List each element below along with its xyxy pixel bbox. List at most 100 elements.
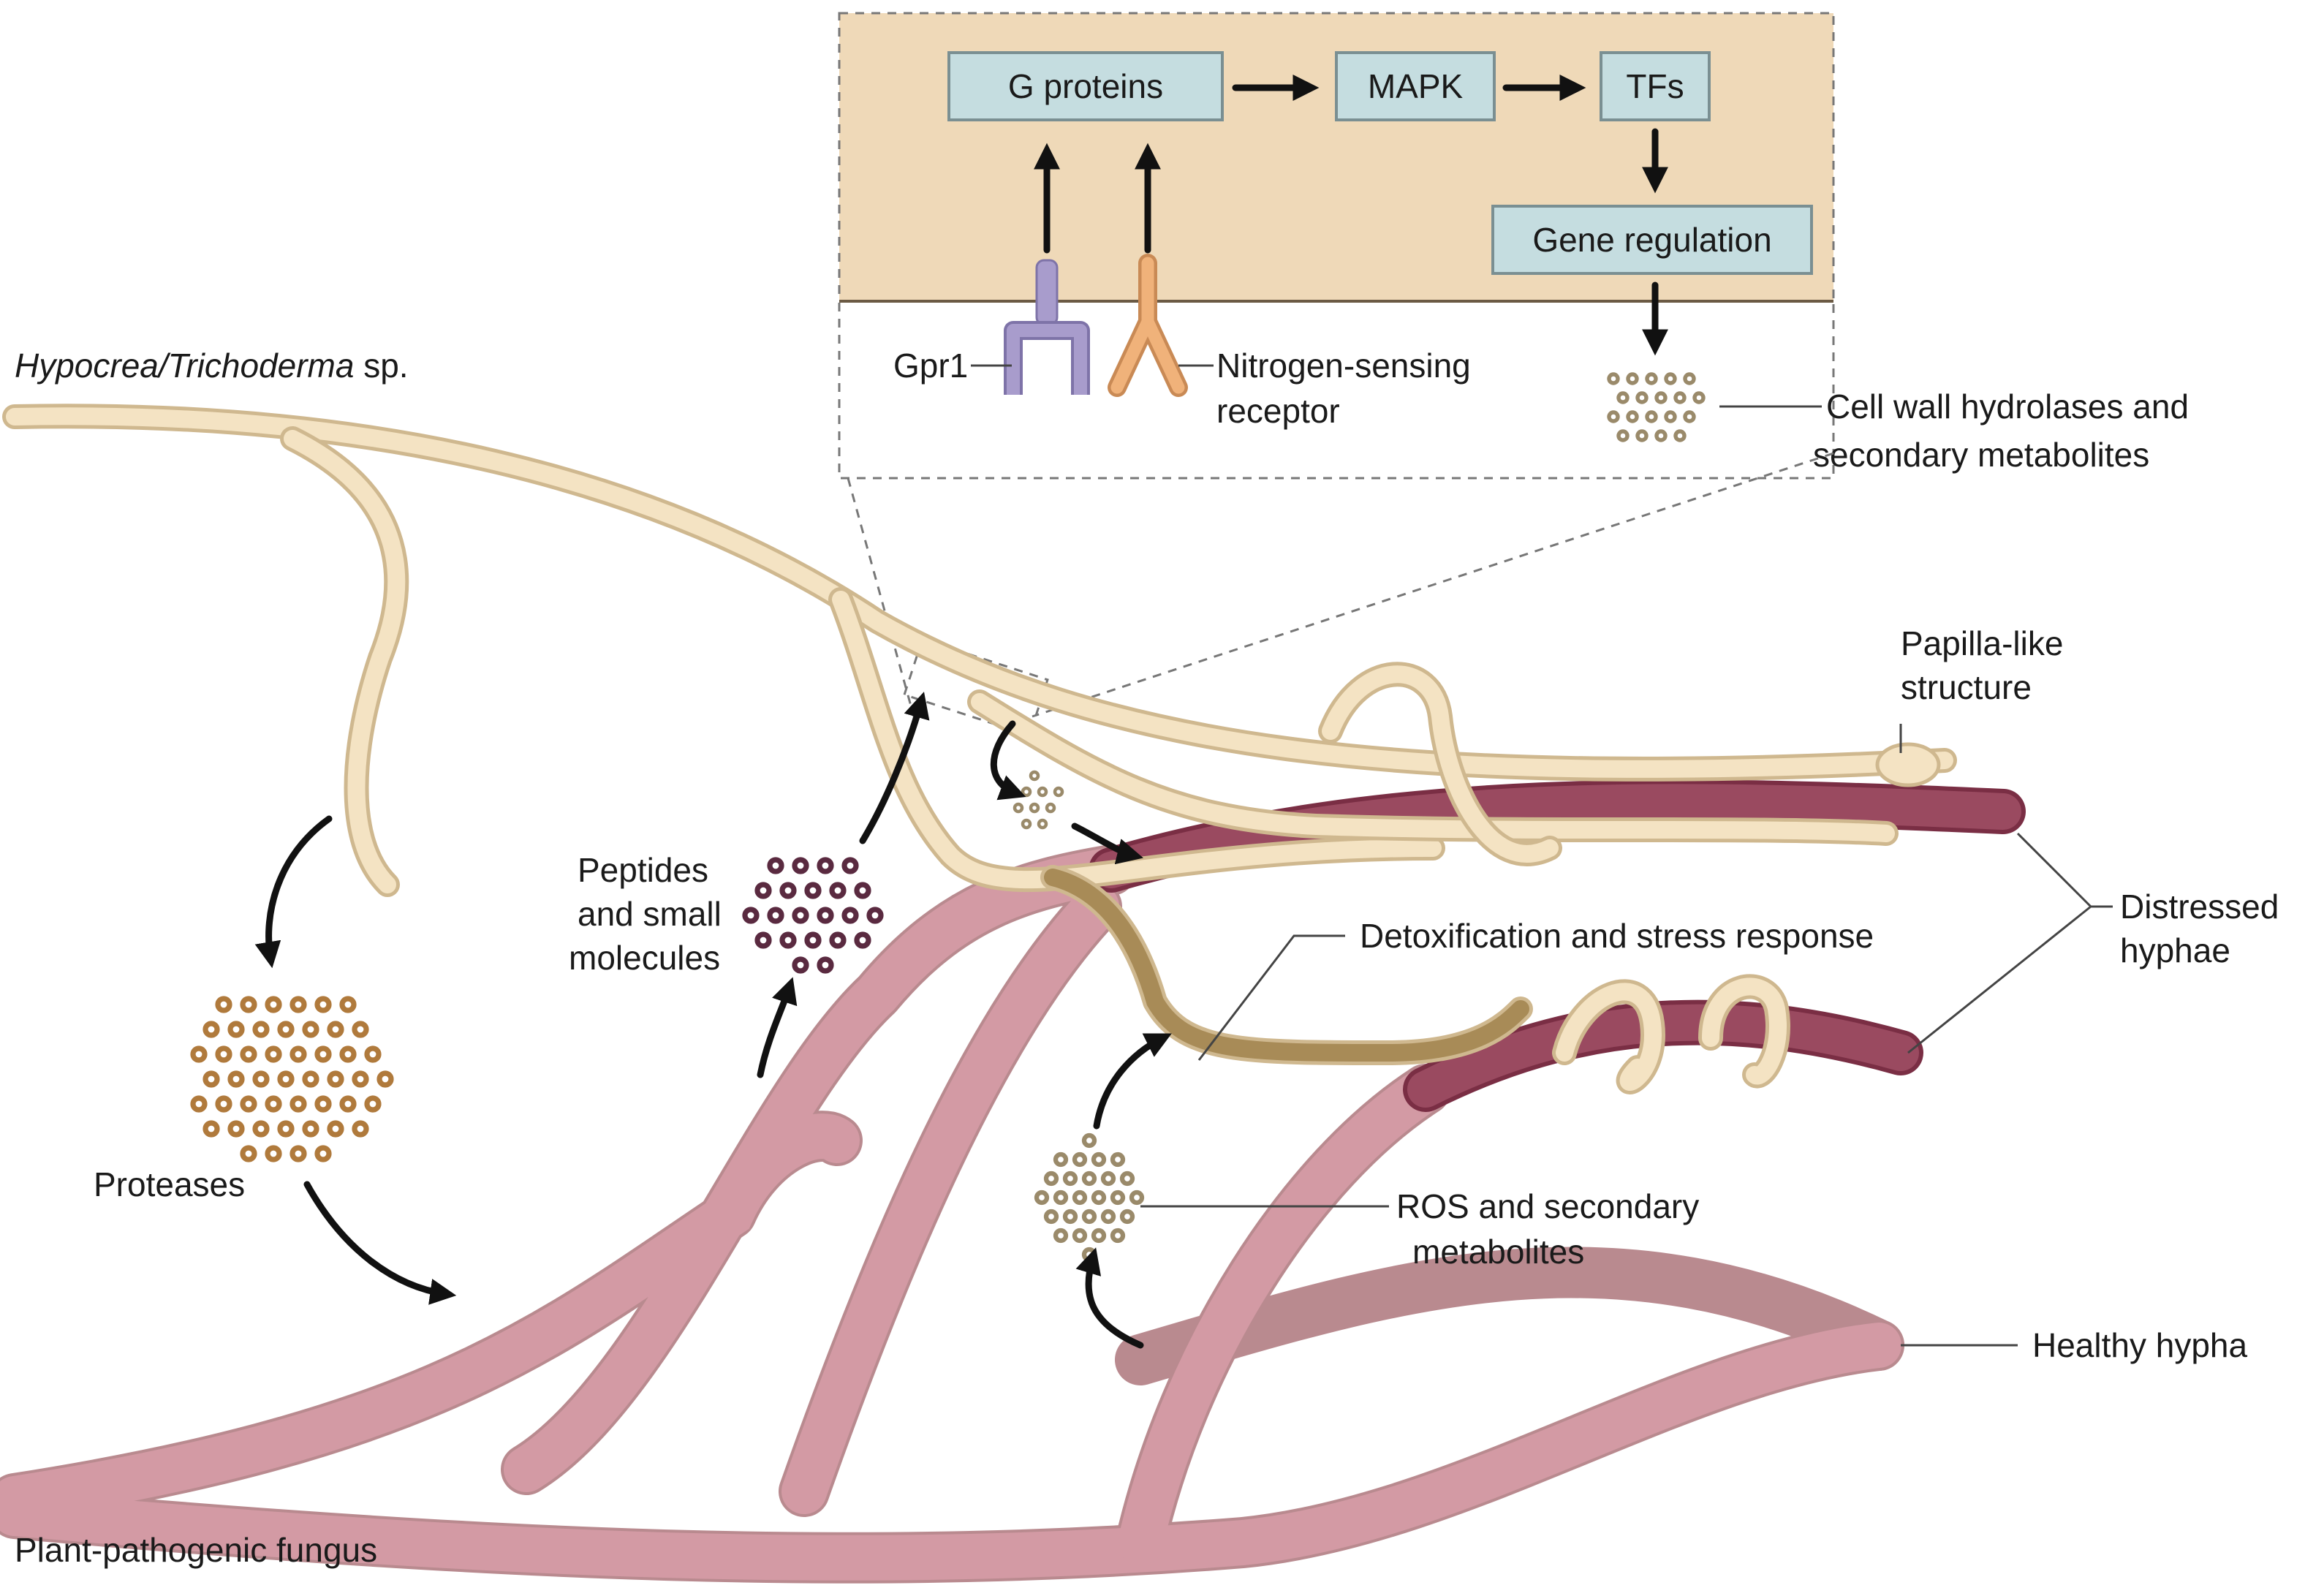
particle bbox=[1119, 1170, 1135, 1187]
distressed-label-line2: hyphae bbox=[2120, 931, 2230, 969]
particle bbox=[792, 956, 809, 974]
particle bbox=[1013, 802, 1024, 814]
trichoderma-genus: Hypocrea/Trichoderma bbox=[15, 347, 354, 385]
particle bbox=[841, 907, 859, 924]
particle bbox=[277, 1021, 295, 1038]
signaling-inset: G proteins MAPK TFs Gene regulation Gpr1… bbox=[838, 12, 1835, 480]
particle bbox=[203, 1070, 220, 1088]
particle bbox=[352, 1021, 369, 1038]
particle bbox=[1692, 391, 1706, 404]
particle bbox=[1062, 1209, 1078, 1225]
particle bbox=[829, 931, 847, 949]
particle bbox=[742, 907, 760, 924]
papilla-like-structure bbox=[1875, 742, 1941, 787]
particle bbox=[190, 1095, 208, 1113]
distressed-label-line1: Distressed bbox=[2120, 888, 2279, 926]
particle bbox=[792, 907, 809, 924]
particle bbox=[265, 996, 282, 1013]
particle bbox=[1053, 1190, 1069, 1206]
particle bbox=[1091, 1228, 1107, 1244]
particle bbox=[817, 956, 834, 974]
particle bbox=[352, 1070, 369, 1088]
particle bbox=[314, 1145, 332, 1162]
inset-exterior bbox=[838, 300, 1835, 480]
particle bbox=[339, 1045, 357, 1063]
particle bbox=[767, 907, 784, 924]
particle bbox=[1045, 802, 1056, 814]
particle bbox=[252, 1120, 270, 1138]
arrow-healthy-to-ros bbox=[1075, 1247, 1144, 1349]
nitrogen-sensing-receptor bbox=[1108, 254, 1188, 397]
hydrolase-particle-cluster bbox=[1607, 372, 1706, 442]
healthy-hypha-tip bbox=[1871, 1323, 1899, 1367]
mapk-label: MAPK bbox=[1368, 67, 1464, 105]
particle bbox=[1037, 786, 1048, 798]
particle bbox=[1062, 1170, 1078, 1187]
particle bbox=[289, 1045, 307, 1063]
particle bbox=[1664, 410, 1677, 423]
particle bbox=[854, 882, 871, 899]
particle bbox=[1072, 1228, 1088, 1244]
particle bbox=[1029, 802, 1040, 814]
particle bbox=[779, 931, 797, 949]
particle bbox=[1673, 429, 1687, 442]
particle bbox=[265, 1045, 282, 1063]
particle bbox=[1683, 372, 1696, 385]
particle bbox=[314, 1095, 332, 1113]
particle bbox=[327, 1021, 344, 1038]
particle bbox=[1072, 1190, 1088, 1206]
particle bbox=[1616, 429, 1630, 442]
nitrogen-receptor-label-line1: Nitrogen-sensing bbox=[1216, 347, 1471, 385]
ros-label-line1: ROS and secondary bbox=[1396, 1187, 1699, 1225]
arrow-trichoderma-secretion bbox=[990, 720, 1026, 801]
particle bbox=[1110, 1151, 1126, 1168]
particle bbox=[1607, 372, 1620, 385]
particle bbox=[203, 1021, 220, 1038]
nitrogen-receptor-label-line2: receptor bbox=[1216, 392, 1340, 430]
particle bbox=[804, 931, 822, 949]
g-proteins-box bbox=[947, 51, 1224, 121]
ros-label-line2: metabolites bbox=[1412, 1233, 1584, 1271]
ros-particle-cluster bbox=[1034, 1132, 1145, 1263]
particle bbox=[767, 857, 784, 874]
particle bbox=[1110, 1228, 1126, 1244]
particle bbox=[1129, 1190, 1145, 1206]
particle bbox=[252, 1021, 270, 1038]
gpr1-label: Gpr1 bbox=[893, 347, 968, 385]
particle bbox=[854, 931, 871, 949]
particle bbox=[1081, 1132, 1097, 1149]
tfs-label: TFs bbox=[1626, 67, 1684, 105]
gpr1-receptor bbox=[1004, 259, 1090, 395]
hydrolases-label-line2: secondary metabolites bbox=[1813, 436, 2149, 474]
particle bbox=[314, 1045, 332, 1063]
particle bbox=[1029, 770, 1040, 782]
particle bbox=[339, 996, 357, 1013]
particle bbox=[302, 1070, 319, 1088]
zoom-line-right bbox=[1032, 452, 1834, 718]
distressed-leader bbox=[1907, 832, 2113, 1054]
particle bbox=[227, 1021, 245, 1038]
particle bbox=[1119, 1209, 1135, 1225]
particle bbox=[866, 907, 884, 924]
particle bbox=[817, 857, 834, 874]
particle bbox=[289, 1145, 307, 1162]
arrow-trichoderma-to-proteases bbox=[254, 815, 333, 969]
particle bbox=[1683, 410, 1696, 423]
particle bbox=[1034, 1190, 1050, 1206]
particle bbox=[1037, 818, 1048, 830]
gene-regulation-box bbox=[1491, 205, 1813, 275]
particle bbox=[227, 1120, 245, 1138]
particle bbox=[1616, 391, 1630, 404]
trichoderma-label: Hypocrea/Trichoderma sp. bbox=[15, 347, 409, 385]
particle bbox=[252, 1070, 270, 1088]
particle bbox=[754, 931, 772, 949]
particle bbox=[215, 1095, 232, 1113]
peptides-label-line3: molecules bbox=[569, 939, 720, 977]
particle bbox=[754, 882, 772, 899]
particle bbox=[804, 882, 822, 899]
particle bbox=[265, 1095, 282, 1113]
papilla-label-line2: structure bbox=[1901, 668, 2032, 706]
particle bbox=[1645, 372, 1658, 385]
arrow-pathogen-to-peptides bbox=[757, 977, 798, 1078]
